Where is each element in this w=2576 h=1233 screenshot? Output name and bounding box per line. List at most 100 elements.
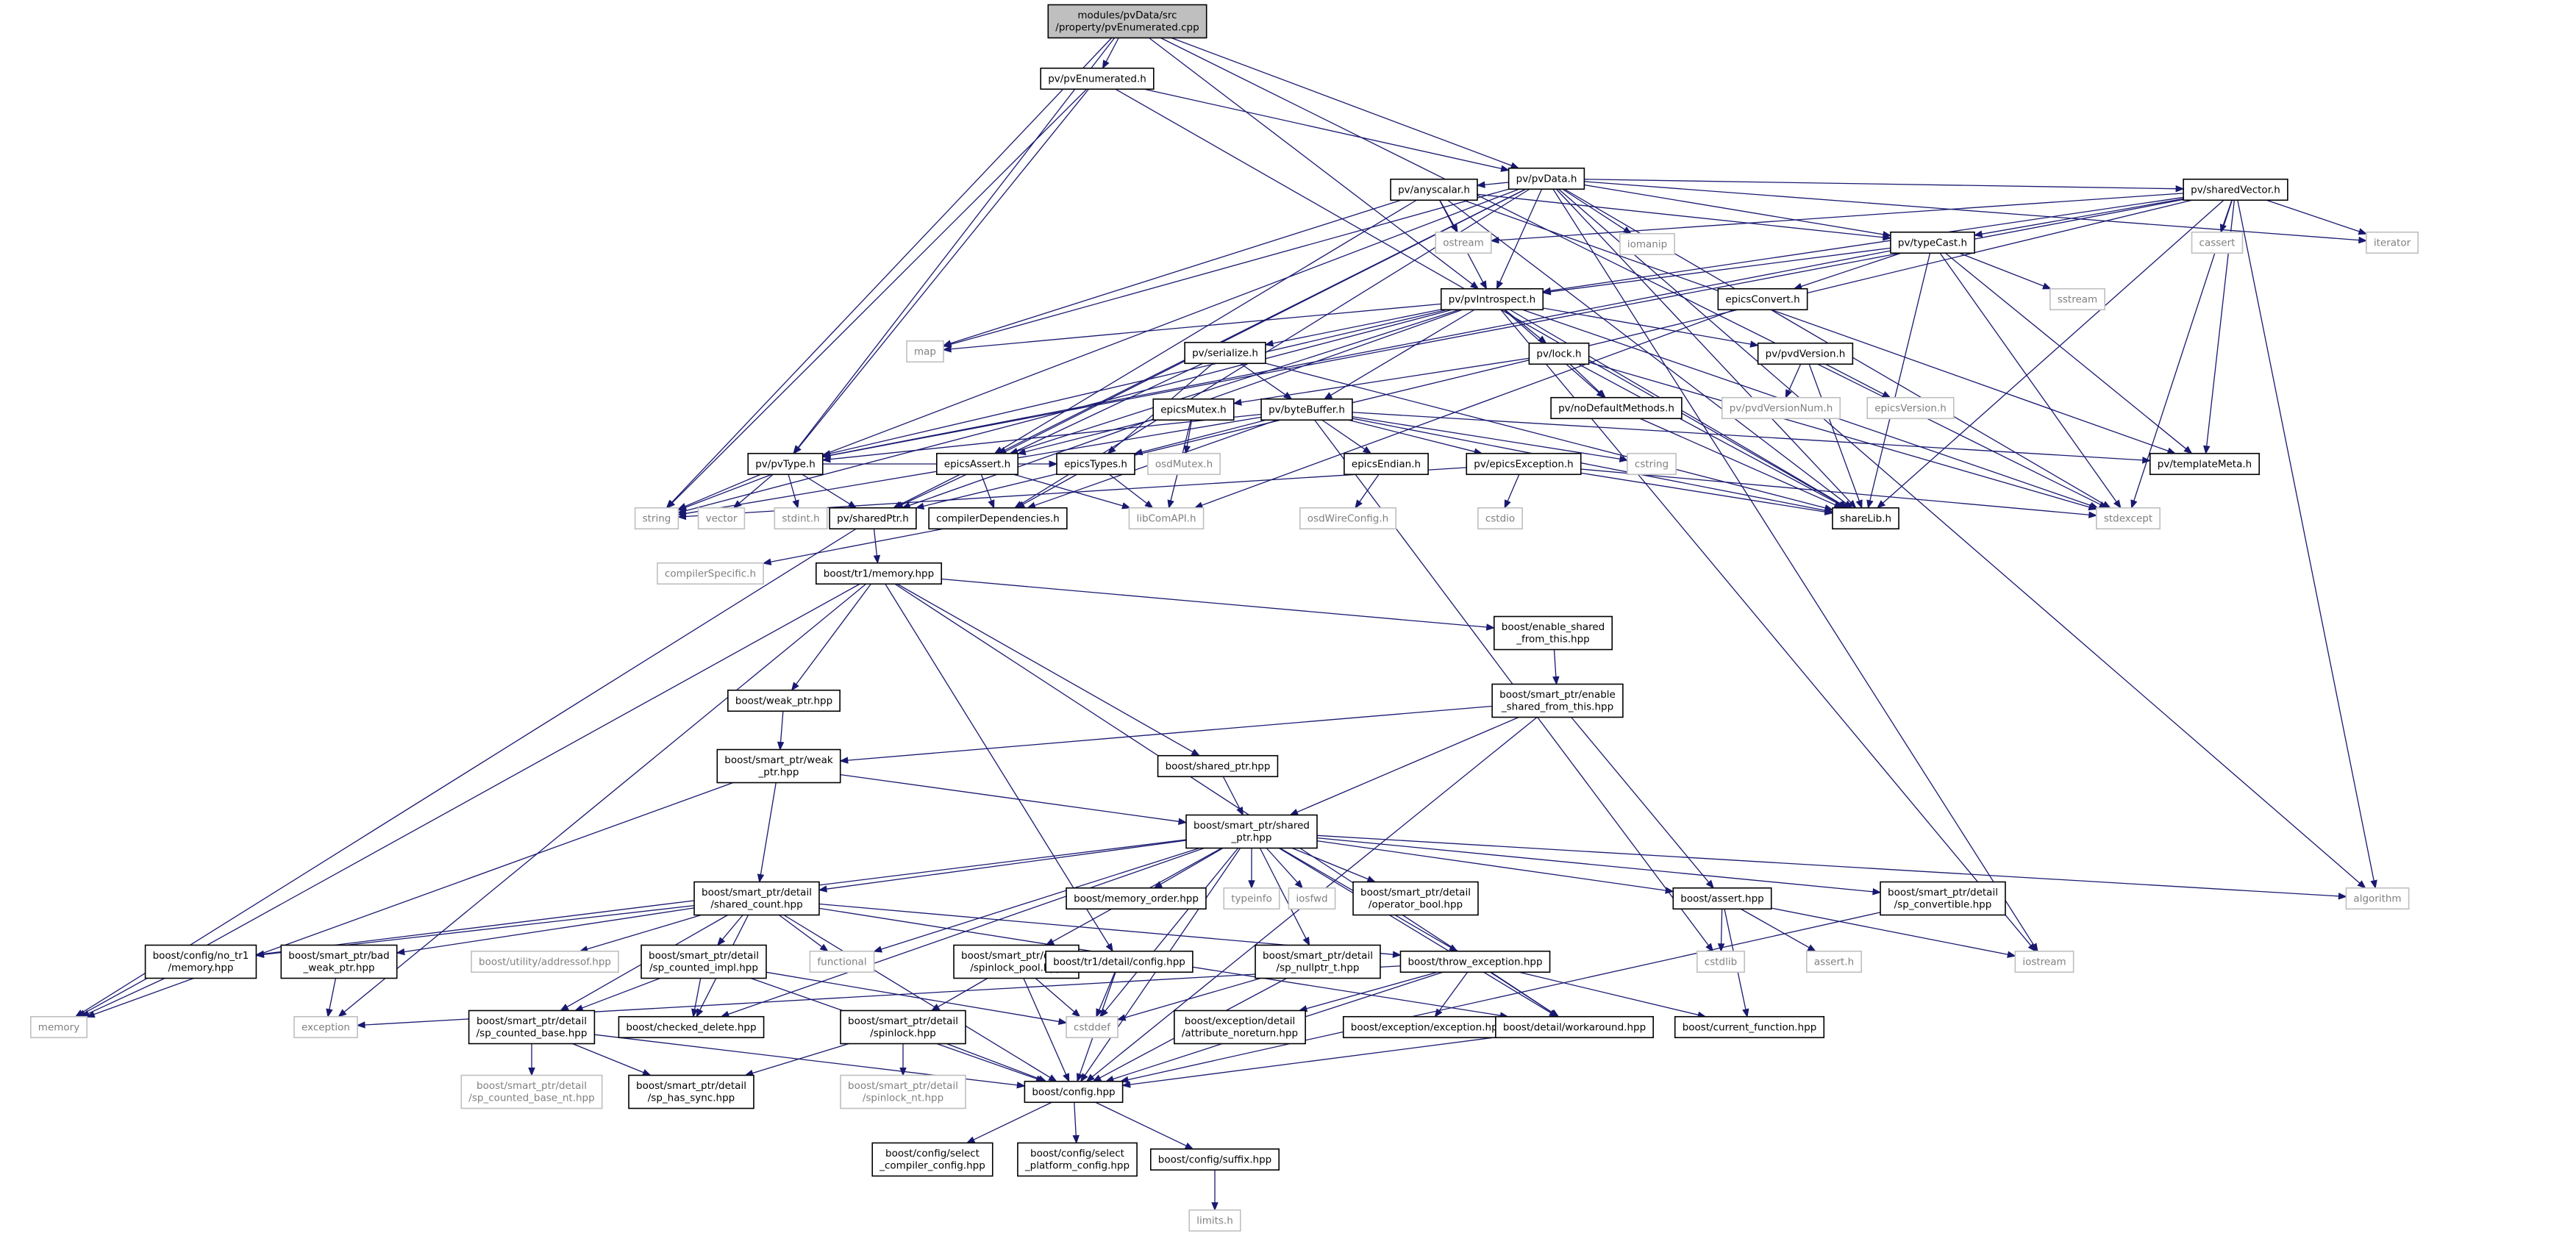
edge-line — [1201, 309, 1735, 506]
edge-line — [1580, 468, 2089, 515]
node-throwException[interactable]: boost/throw_exception.hpp — [1399, 950, 1551, 973]
node-attrNoreturn[interactable]: boost/exception/detail/attribute_noretur… — [1174, 1009, 1306, 1045]
edge-boostConfig-to-selectCompiler — [966, 1101, 1052, 1144]
node-label: boost/tr1/memory.hpp — [824, 568, 934, 579]
node-label: boost/smart_ptr/detail — [649, 950, 759, 962]
node-pvIntrospect[interactable]: pv/pvIntrospect.h — [1440, 287, 1544, 311]
node-spCountedBase[interactable]: boost/smart_ptr/detail/sp_counted_base.h… — [468, 1009, 596, 1045]
nodes-layer: modules/pvData/src/property/pvEnumerated… — [29, 4, 2419, 1232]
node-label: boost/smart_ptr/enable — [1499, 689, 1616, 701]
edge-boostAssert-to-asserth — [1740, 908, 1816, 952]
node-selectCompiler[interactable]: boost/config/select_compiler_config.hpp — [871, 1142, 993, 1177]
node-label: boost/weak_ptr.hpp — [735, 695, 832, 707]
node-pvEnumerated[interactable]: pv/pvEnumerated.h — [1040, 67, 1155, 90]
node-spEnableShared[interactable]: boost/smart_ptr/enable_shared_from_this.… — [1491, 683, 1624, 718]
edge-epicsEndian-to-osdWireConfig — [1355, 473, 1380, 509]
node-box — [144, 944, 257, 979]
node-box — [641, 944, 767, 979]
node-cstdio: cstdio — [1477, 507, 1523, 530]
node-label: iomanip — [1627, 238, 1667, 250]
node-spWeakPtr[interactable]: boost/smart_ptr/weak_ptr.hpp — [716, 748, 841, 784]
node-shareLib[interactable]: shareLib.h — [1832, 507, 1899, 530]
node-tr1Config[interactable]: boost/tr1/detail/config.hpp — [1045, 950, 1194, 973]
node-currentFunction[interactable]: boost/current_function.hpp — [1674, 1015, 1825, 1039]
node-noTr1Memory[interactable]: boost/config/no_tr1/memory.hpp — [144, 944, 257, 979]
node-epicsConvert[interactable]: epicsConvert.h — [1717, 287, 1808, 311]
edge-epicsTypes-to-libComAPI — [1109, 473, 1154, 509]
node-box — [634, 507, 679, 530]
node-epicsAssert[interactable]: epicsAssert.h — [936, 452, 1018, 476]
edge-pvEnumerated-to-pvData — [1143, 88, 1510, 172]
node-enableSharedFromThis[interactable]: boost/enable_shared_from_this.hpp — [1493, 615, 1613, 651]
node-box — [468, 1009, 596, 1045]
node-box — [1627, 452, 1677, 476]
node-workaround[interactable]: boost/detail/workaround.hpp — [1495, 1015, 1654, 1039]
node-weakPtr[interactable]: boost/weak_ptr.hpp — [727, 689, 841, 712]
node-epicsTypes[interactable]: epicsTypes.h — [1056, 452, 1135, 476]
node-label: cstring — [1635, 458, 1669, 470]
node-spSharedPtr[interactable]: boost/smart_ptr/shared_ptr.hpp — [1185, 814, 1318, 849]
node-spCountedImpl[interactable]: boost/smart_ptr/detail/sp_counted_impl.h… — [641, 944, 767, 979]
node-osdMutex: osdMutex.h — [1147, 452, 1221, 476]
node-spHasSync[interactable]: boost/smart_ptr/detail/sp_has_sync.hpp — [628, 1074, 754, 1109]
node-boostConfig[interactable]: boost/config.hpp — [1024, 1080, 1124, 1104]
node-label: epicsTypes.h — [1064, 458, 1127, 470]
node-label: pv/noDefaultMethods.h — [1558, 402, 1674, 414]
node-box — [1128, 507, 1205, 530]
node-memoryOrder[interactable]: boost/memory_order.hpp — [1066, 887, 1207, 910]
edge-line — [693, 978, 702, 1010]
node-spConvertible[interactable]: boost/smart_ptr/detail/sp_convertible.hp… — [1880, 881, 2006, 916]
edge-arrowhead — [2370, 879, 2377, 890]
node-label: boost/utility/addressof.hpp — [479, 956, 611, 968]
edge-pvSharedVector-to-shareLib — [1877, 199, 2224, 509]
node-epicsMutex[interactable]: epicsMutex.h — [1152, 398, 1235, 421]
node-pvTypeCast[interactable]: pv/typeCast.h — [1890, 231, 1975, 254]
node-templateMeta[interactable]: pv/templateMeta.h — [2149, 452, 2261, 476]
node-sharedPtrHpp[interactable]: boost/shared_ptr.hpp — [1157, 754, 1279, 778]
edge-arrowhead — [2357, 880, 2366, 889]
node-pvdVersion[interactable]: pv/pvdVersion.h — [1757, 342, 1854, 365]
edge-line — [896, 583, 1194, 753]
edge-spSharedPtr-to-checkedDelete — [720, 847, 1205, 1018]
node-box — [1717, 287, 1808, 311]
node-boostAssert[interactable]: boost/assert.hpp — [1672, 887, 1772, 910]
node-badWeakPtr[interactable]: boost/smart_ptr/bad_weak_ptr.hpp — [280, 944, 398, 979]
node-suffix[interactable]: boost/config/suffix.hpp — [1149, 1148, 1280, 1171]
edge-pvdVersion-to-pvdVersionNum — [1785, 363, 1802, 399]
node-box — [906, 340, 944, 363]
node-pvSerialize[interactable]: pv/serialize.h — [1184, 341, 1266, 365]
node-pvType[interactable]: pv/pvType.h — [747, 452, 824, 476]
edge-line — [802, 473, 850, 505]
edge-line — [1569, 363, 1601, 393]
node-map: map — [906, 340, 944, 363]
node-pvSharedVector[interactable]: pv/sharedVector.h — [2183, 178, 2288, 201]
node-pvSharedPtr[interactable]: pv/sharedPtr.h — [829, 507, 917, 530]
node-pvData[interactable]: pv/pvData.h — [1508, 167, 1585, 190]
node-root[interactable]: modules/pvData/src/property/pvEnumerated… — [1047, 4, 1207, 39]
node-pvAnyscalar[interactable]: pv/anyscalar.h — [1390, 178, 1478, 201]
node-spinlock[interactable]: boost/smart_ptr/detail/spinlock.hpp — [840, 1009, 966, 1045]
node-epicsEndian[interactable]: epicsEndian.h — [1344, 452, 1429, 476]
node-tr1memory[interactable]: boost/tr1/memory.hpp — [815, 562, 943, 585]
node-compilerDependencies[interactable]: compilerDependencies.h — [928, 507, 1068, 530]
edge-arrowhead — [1183, 445, 1191, 455]
node-operatorBool[interactable]: boost/smart_ptr/detail/operator_bool.hpp — [1352, 881, 1479, 916]
edge-arrowhead — [1211, 1202, 1219, 1212]
edge-line — [1447, 199, 1847, 504]
edge-epicsAssert-to-libComAPI — [1013, 473, 1131, 510]
node-sharedCount[interactable]: boost/smart_ptr/detail/shared_count.hpp — [693, 881, 820, 916]
edge-line — [587, 914, 702, 950]
node-spNullptr[interactable]: boost/smart_ptr/detail/sp_nullptr_t.hpp — [1255, 944, 1381, 979]
edge-arrowhead — [1366, 876, 1377, 883]
node-pvByteBuffer[interactable]: pv/byteBuffer.h — [1260, 398, 1353, 421]
node-exceptionHpp[interactable]: boost/exception/exception.hpp — [1342, 1015, 1513, 1039]
node-checkedDelete[interactable]: boost/checked_delete.hpp — [618, 1015, 765, 1039]
edge-spEnableShared-to-boostAssert — [1571, 717, 1714, 889]
node-selectPlatform[interactable]: boost/config/select_platform_config.hpp — [1017, 1142, 1138, 1177]
edge-arrowhead — [1807, 944, 1816, 952]
node-box — [1674, 1015, 1825, 1039]
node-label: /spinlock.hpp — [870, 1028, 936, 1040]
node-pvLock[interactable]: pv/lock.h — [1528, 342, 1590, 365]
node-epicsException[interactable]: pv/epicsException.h — [1466, 452, 1582, 476]
node-noDefaultMethods[interactable]: pv/noDefaultMethods.h — [1550, 396, 1683, 420]
